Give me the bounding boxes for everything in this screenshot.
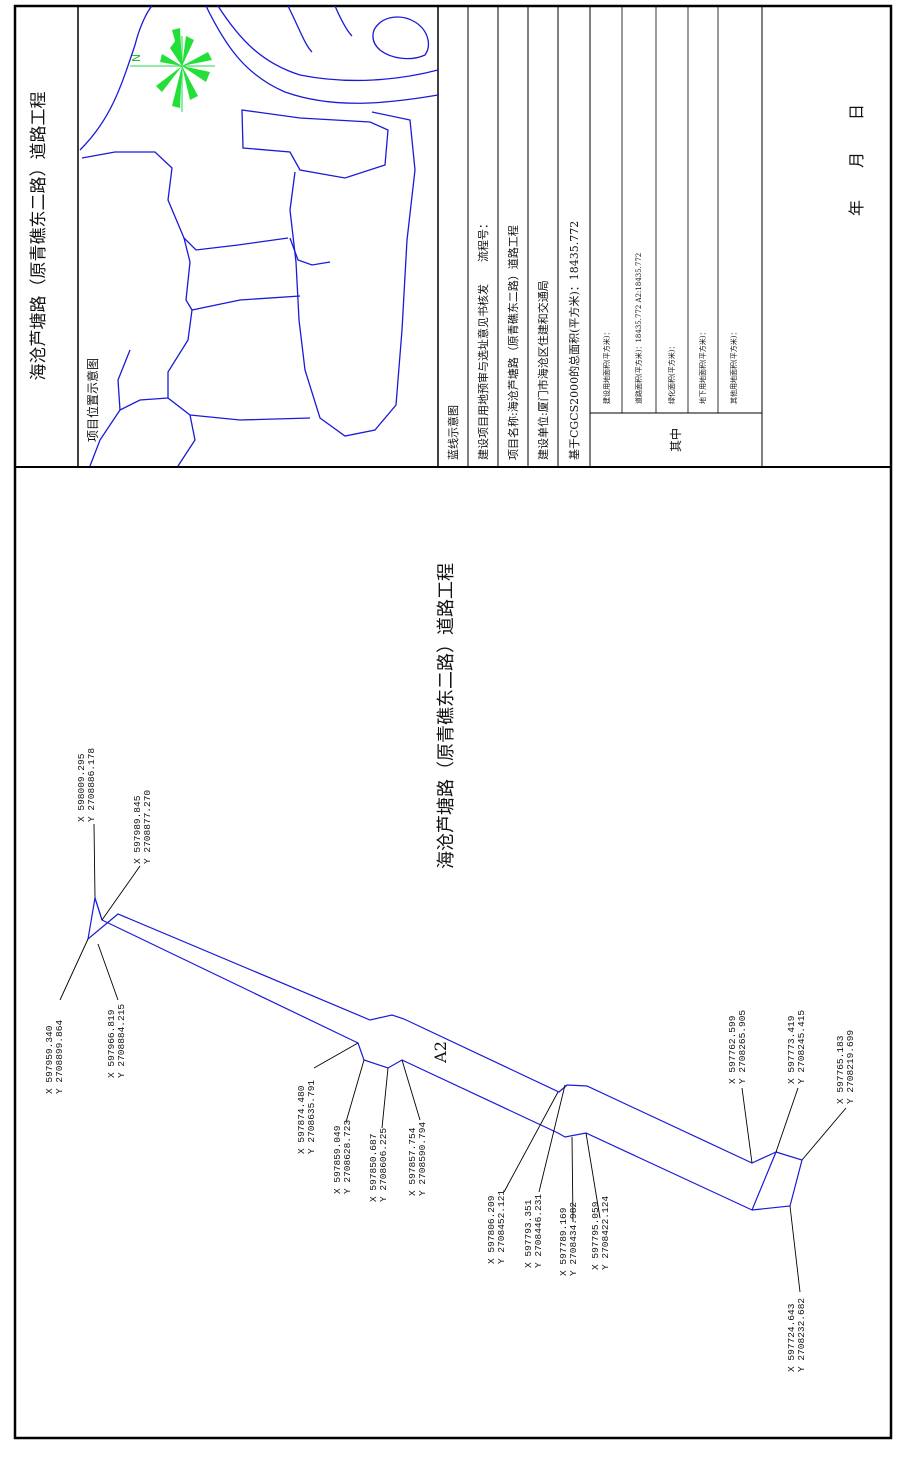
map-island: [372, 16, 429, 60]
info-row-approval: 建设项目用地预审与选址意见书核发 流程号：: [476, 218, 490, 460]
coord-label-5: X 597874.480 Y 2708635.791: [296, 1080, 317, 1154]
coord-y: Y 2708452.121: [496, 1190, 507, 1264]
coord-y: Y 2708899.864: [54, 1020, 65, 1094]
coord-y: Y 2708590.794: [417, 1122, 428, 1196]
info-row-builder: 建设单位:厦门市海沧区住建和交通局: [536, 280, 550, 460]
info-row-type: 蓝线示意图: [446, 405, 460, 460]
outer-frame: [13, 4, 893, 1440]
leader-lines: [59, 823, 847, 1293]
coord-label-2: X 597989.845 Y 2708877.270: [132, 790, 153, 864]
coord-label-12: X 597795.059 Y 2708422.124: [590, 1196, 611, 1270]
drawing-title: 海沧芦塘路（原青礁东二路）道路工程: [29, 92, 49, 381]
map-shore-north-2: [334, 6, 353, 37]
coord-y: Y 2708232.682: [796, 1298, 807, 1372]
info-row-total-area: 基于CGCS2000的总面积(平方米)：18435.772: [567, 221, 581, 460]
coord-y: Y 2708606.225: [378, 1128, 389, 1202]
road-parcel-a2: A2: [87, 897, 803, 1211]
breakdown-green: 绿化面积(平方米)：: [667, 343, 676, 404]
breakdown-road: 道路面积(平方米)：18435.772 A2:18435.772: [634, 253, 643, 404]
coord-label-8: X 597857.754 Y 2708590.794: [407, 1122, 428, 1196]
map-road-1: [81, 151, 289, 251]
parcel-outline-south: [94, 897, 103, 921]
coord-label-11: X 597789.169 Y 2708434.982: [558, 1202, 579, 1276]
coord-y: Y 2708446.231: [533, 1194, 544, 1268]
breakdown-other: 其他用地面积(平方米)：: [729, 329, 738, 404]
map-channel-line: [205, 6, 438, 104]
coordinate-labels: X 598009.295 Y 2708886.178 X 597989.845 …: [44, 748, 856, 1372]
coord-x: X 597724.643: [786, 1303, 797, 1372]
coord-label-10: X 597793.351 Y 2708446.231: [523, 1194, 544, 1268]
coord-x: X 597765.183: [835, 1035, 846, 1104]
coord-y: Y 2708635.791: [306, 1080, 317, 1154]
coord-x: X 597793.351: [523, 1199, 534, 1268]
map-shore-north: [287, 6, 313, 53]
coord-label-14: X 597773.419 Y 2708245.415: [786, 1010, 807, 1084]
signing-date: 年 月 日: [847, 104, 866, 216]
coord-x: X 597795.059: [590, 1201, 601, 1270]
coord-y: Y 2708245.415: [796, 1010, 807, 1084]
coord-y: Y 2708219.699: [845, 1030, 856, 1104]
map-coast-west: [79, 6, 153, 151]
map-road-5: [89, 397, 169, 467]
coord-x: X 598009.295: [76, 753, 87, 822]
parcel-outline-east: [751, 1151, 803, 1211]
coord-x: X 597959.340: [44, 1025, 55, 1094]
map-channel-line-2: [217, 6, 438, 82]
info-panel: 蓝线示意图 建设项目用地预审与选址意见书核发 流程号： 项目名称:海沧芦塘路（原…: [446, 6, 866, 467]
coord-x: X 597874.480: [296, 1085, 307, 1154]
breakdown-label: 其中: [668, 428, 683, 452]
coord-x: X 597762.599: [727, 1015, 738, 1084]
north-label: N: [130, 54, 143, 62]
coord-label-3: X 597959.340 Y 2708899.864: [44, 1020, 65, 1094]
coord-y: Y 2708886.178: [86, 748, 97, 822]
north-arrow-icon: N: [130, 28, 215, 112]
coord-label-6: X 597859.049 Y 2708628.723: [332, 1120, 353, 1194]
coord-x: X 597857.754: [407, 1127, 418, 1196]
parcel-label-a2: A2: [431, 1041, 450, 1064]
map-road-4: [189, 414, 311, 421]
main-drawing-title: 海沧芦塘路（原青礁东二路）道路工程: [436, 563, 457, 869]
map-parcel-2: [289, 111, 416, 437]
coord-x: X 597773.419: [786, 1015, 797, 1084]
coord-y: Y 2708422.124: [600, 1196, 611, 1270]
coord-x: X 597966.819: [106, 1009, 117, 1078]
coord-y: Y 2708434.982: [568, 1202, 579, 1276]
coord-label-13: X 597762.599 Y 2708265.905: [727, 1010, 748, 1084]
breakdown-construction: 建设用地面积(平方米)：: [602, 329, 611, 404]
coord-label-7: X 597850.687 Y 2708606.225: [368, 1128, 389, 1202]
coord-x: X 597859.049: [332, 1125, 343, 1194]
coord-label-16: X 597724.643 Y 2708232.682: [786, 1298, 807, 1372]
coord-x: X 597789.169: [558, 1207, 569, 1276]
coord-label-9: X 597806.209 Y 2708452.121: [486, 1190, 507, 1264]
map-road-7: [289, 237, 331, 266]
map-road-2: [183, 237, 301, 311]
coord-y: Y 2708628.723: [342, 1120, 353, 1194]
map-parcel-1: [241, 109, 389, 179]
breakdown-underground: 地下用地面积(平方米)：: [698, 329, 707, 404]
location-map-title: 项目位置示意图: [85, 358, 100, 442]
coord-x: X 597806.209: [486, 1195, 497, 1264]
location-map: N 项目位置示意图: [79, 6, 438, 467]
coord-label-1: X 598009.295 Y 2708886.178: [76, 748, 97, 822]
coord-x: X 597989.845: [132, 795, 143, 864]
coord-y: Y 2708265.905: [737, 1010, 748, 1084]
coord-y: Y 2708884.215: [116, 1004, 127, 1078]
info-row-project-name: 项目名称:海沧芦塘路（原青礁东二路）道路工程: [506, 225, 520, 460]
coord-label-4: X 597966.819 Y 2708884.215: [106, 1004, 127, 1078]
map-road-6: [117, 349, 131, 411]
coord-label-15: X 597765.183 Y 2708219.699: [835, 1030, 856, 1104]
coord-y: Y 2708877.270: [142, 790, 153, 864]
coord-x: X 597850.687: [368, 1134, 379, 1202]
map-road-3: [167, 309, 196, 467]
